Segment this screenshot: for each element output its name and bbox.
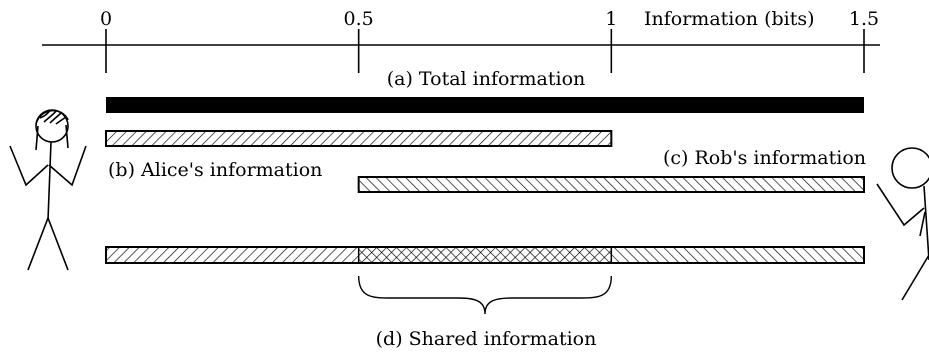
rob-left-arm <box>876 183 925 227</box>
combined-information-bar <box>105 246 865 264</box>
rob-left-leg <box>901 254 929 301</box>
axis-tick-labels: 0 0.5 1 1.5 <box>100 8 879 30</box>
alice-right-arm <box>48 145 87 187</box>
axis-ticks <box>105 29 865 73</box>
axis-tick-label-3: 1.5 <box>849 8 879 30</box>
alice-right-leg <box>47 217 69 271</box>
shared-brace <box>357 275 613 315</box>
rob-right-arm <box>919 211 926 237</box>
combined-rob-part <box>611 247 864 263</box>
combined-bar-outline <box>105 246 865 264</box>
total-information-label: (a) Total information <box>387 68 586 90</box>
axis-tick-label-2: 1 <box>605 8 617 30</box>
rob-information-bar <box>357 176 865 193</box>
rob-information-label: (c) Rob's information <box>663 147 866 169</box>
axis-title: Information (bits) <box>644 8 815 30</box>
shared-information-label: (d) Shared information <box>376 328 597 350</box>
alice-left-leg <box>27 217 49 271</box>
rob-stick-figure <box>876 147 929 301</box>
rob-body <box>923 185 929 261</box>
alice-information-bar <box>105 130 613 147</box>
alice-stick-figure <box>9 109 87 271</box>
axis-tick-label-0: 0 <box>100 8 112 30</box>
axis-tick-label-1: 0.5 <box>344 8 374 30</box>
total-information-bar <box>106 97 864 113</box>
alice-body <box>47 141 52 221</box>
alice-left-arm <box>9 145 49 187</box>
combined-alice-part <box>106 247 359 263</box>
alice-information-label: (b) Alice's information <box>108 159 322 181</box>
rob-head <box>891 147 929 189</box>
alice-hair <box>35 109 69 151</box>
combined-shared-part-rob-hatch <box>358 247 612 263</box>
